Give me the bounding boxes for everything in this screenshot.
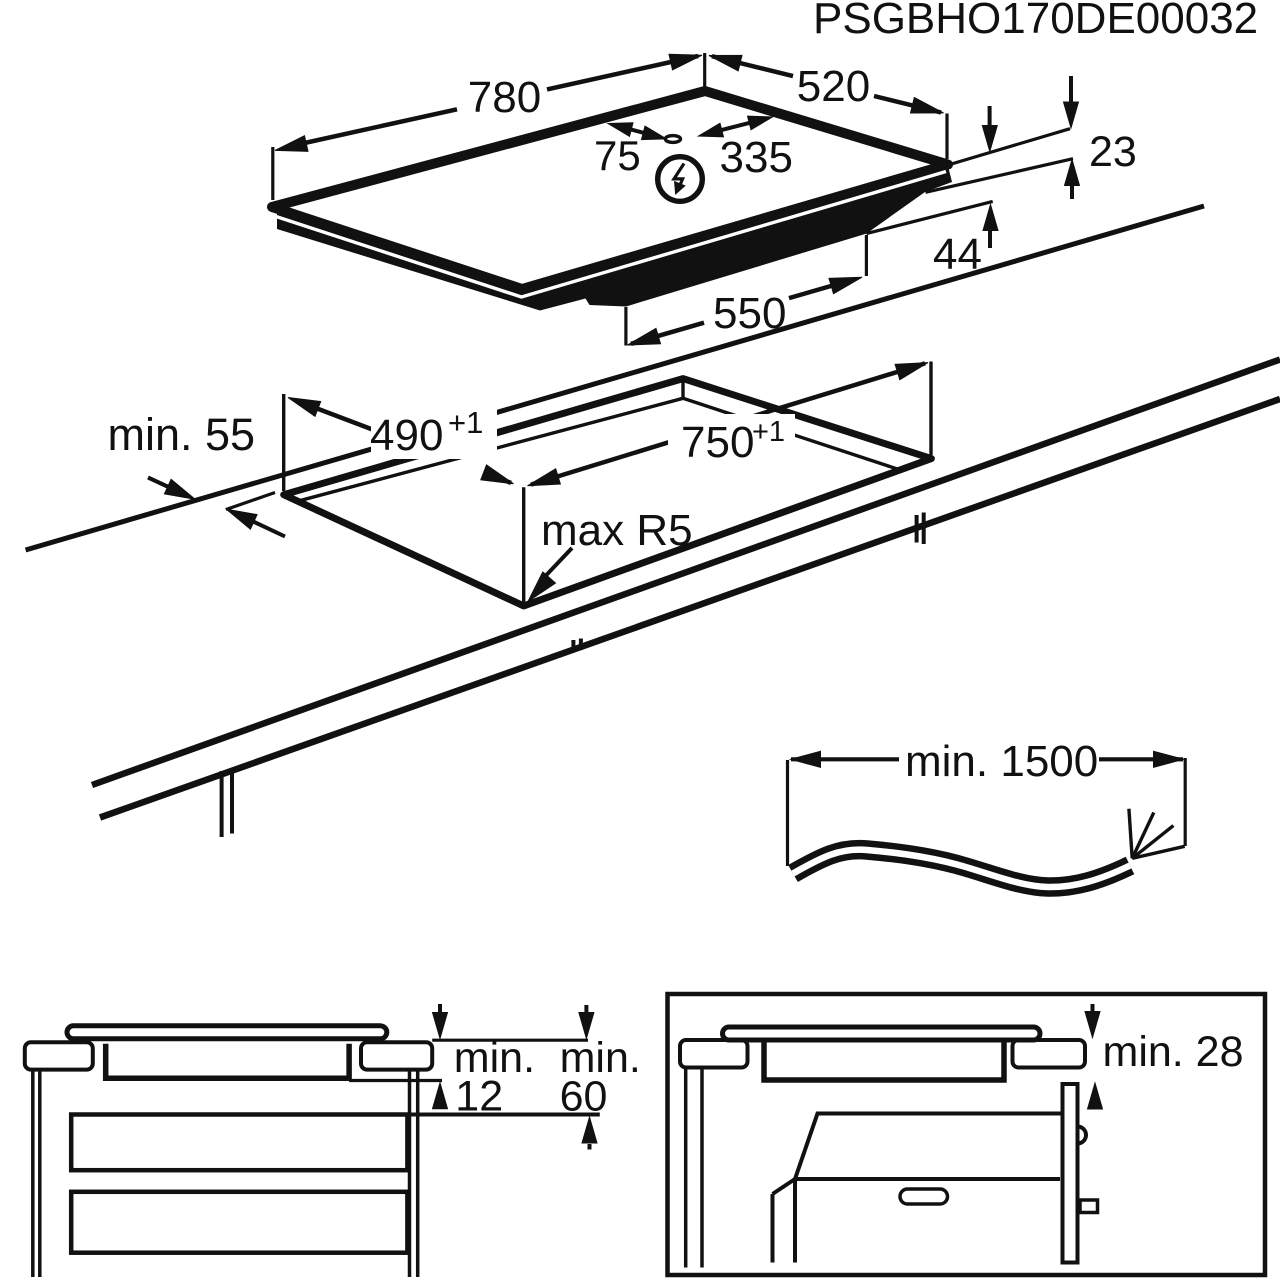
svg-text:PSGBHO170DE00032: PSGBHO170DE00032	[813, 0, 1258, 43]
svg-text:750: 750	[681, 418, 754, 467]
svg-text:490: 490	[370, 411, 443, 460]
svg-text:+1: +1	[448, 405, 483, 440]
svg-text:520: 520	[797, 62, 870, 111]
svg-text:44: 44	[933, 230, 982, 279]
svg-text:550: 550	[713, 289, 786, 338]
svg-text:60: 60	[560, 1073, 608, 1121]
svg-text:min. 1500: min. 1500	[905, 737, 1098, 786]
svg-text:335: 335	[720, 133, 793, 182]
svg-text:max R5: max R5	[541, 506, 693, 555]
svg-text:+1: +1	[752, 416, 785, 448]
svg-text:780: 780	[468, 73, 541, 122]
svg-text:23: 23	[1089, 128, 1137, 176]
svg-text:min.: min.	[560, 1034, 641, 1082]
svg-text:min.: min.	[454, 1034, 535, 1082]
svg-text:min. 55: min. 55	[108, 409, 256, 460]
svg-text:75: 75	[594, 132, 641, 179]
svg-text:12: 12	[455, 1073, 503, 1121]
svg-text:min. 28: min. 28	[1103, 1028, 1244, 1076]
